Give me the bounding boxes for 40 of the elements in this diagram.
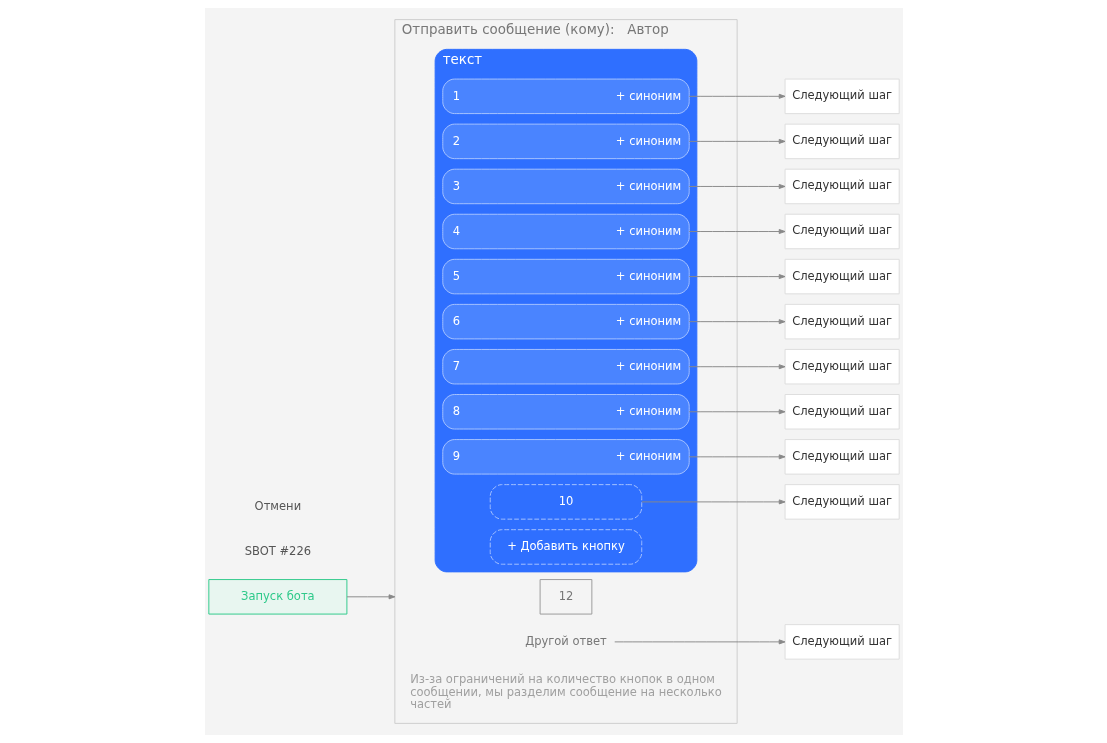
arrow — [688, 138, 785, 144]
node-box: Следующий шаг — [784, 303, 900, 340]
arrow — [688, 409, 785, 415]
node-box: 3 + синоним — [441, 168, 690, 205]
node-box: 7 + синоним — [441, 348, 690, 385]
node-box: Следующий шаг — [784, 624, 900, 660]
arrow — [688, 274, 785, 280]
node-box: Следующий шаг — [784, 168, 900, 205]
node-box: Следующий шаг — [784, 394, 900, 430]
node-box: 12 — [539, 579, 592, 615]
arrow — [688, 364, 785, 370]
node-box: 2 + синоним — [441, 123, 690, 160]
node-box: 4 + синоним — [441, 213, 690, 250]
arrow — [688, 319, 785, 325]
node-box: 8 + синоним — [441, 394, 690, 430]
node-text: Другой ответ — [524, 633, 607, 648]
node-box: Следующий шаг — [784, 484, 900, 520]
node-box: Следующий шаг — [784, 258, 900, 295]
node-box: 9 + синоним — [441, 439, 690, 475]
node-box: Следующий шаг — [784, 123, 900, 160]
arrow — [688, 229, 785, 234]
node-box: 10 — [489, 484, 642, 520]
node-box: Следующий шаг — [784, 348, 900, 385]
arrow — [640, 499, 785, 505]
node-box: Следующий шаг — [784, 78, 900, 115]
arrow — [688, 93, 785, 99]
node-box: + Добавить кнопку — [489, 529, 642, 565]
arrow — [688, 183, 785, 189]
node-box: 6 + синоним — [441, 303, 690, 340]
label: SBOT #226 — [244, 543, 311, 558]
node-box: 5 + синоним — [441, 258, 690, 295]
node-box: 1 + синоним — [441, 78, 690, 115]
label: Отмени — [254, 498, 301, 513]
arrow — [346, 594, 395, 600]
arrow — [688, 454, 785, 460]
node-box: Следующий шаг — [784, 213, 900, 250]
node-text: Из-за ограничений на количество кнопок в одном сообщении, мы разделим сообщение на несколько частей — [409, 672, 722, 712]
arrow — [613, 639, 785, 645]
node-box: Запуск бота — [207, 579, 347, 615]
node-box: Следующий шаг — [784, 439, 900, 475]
